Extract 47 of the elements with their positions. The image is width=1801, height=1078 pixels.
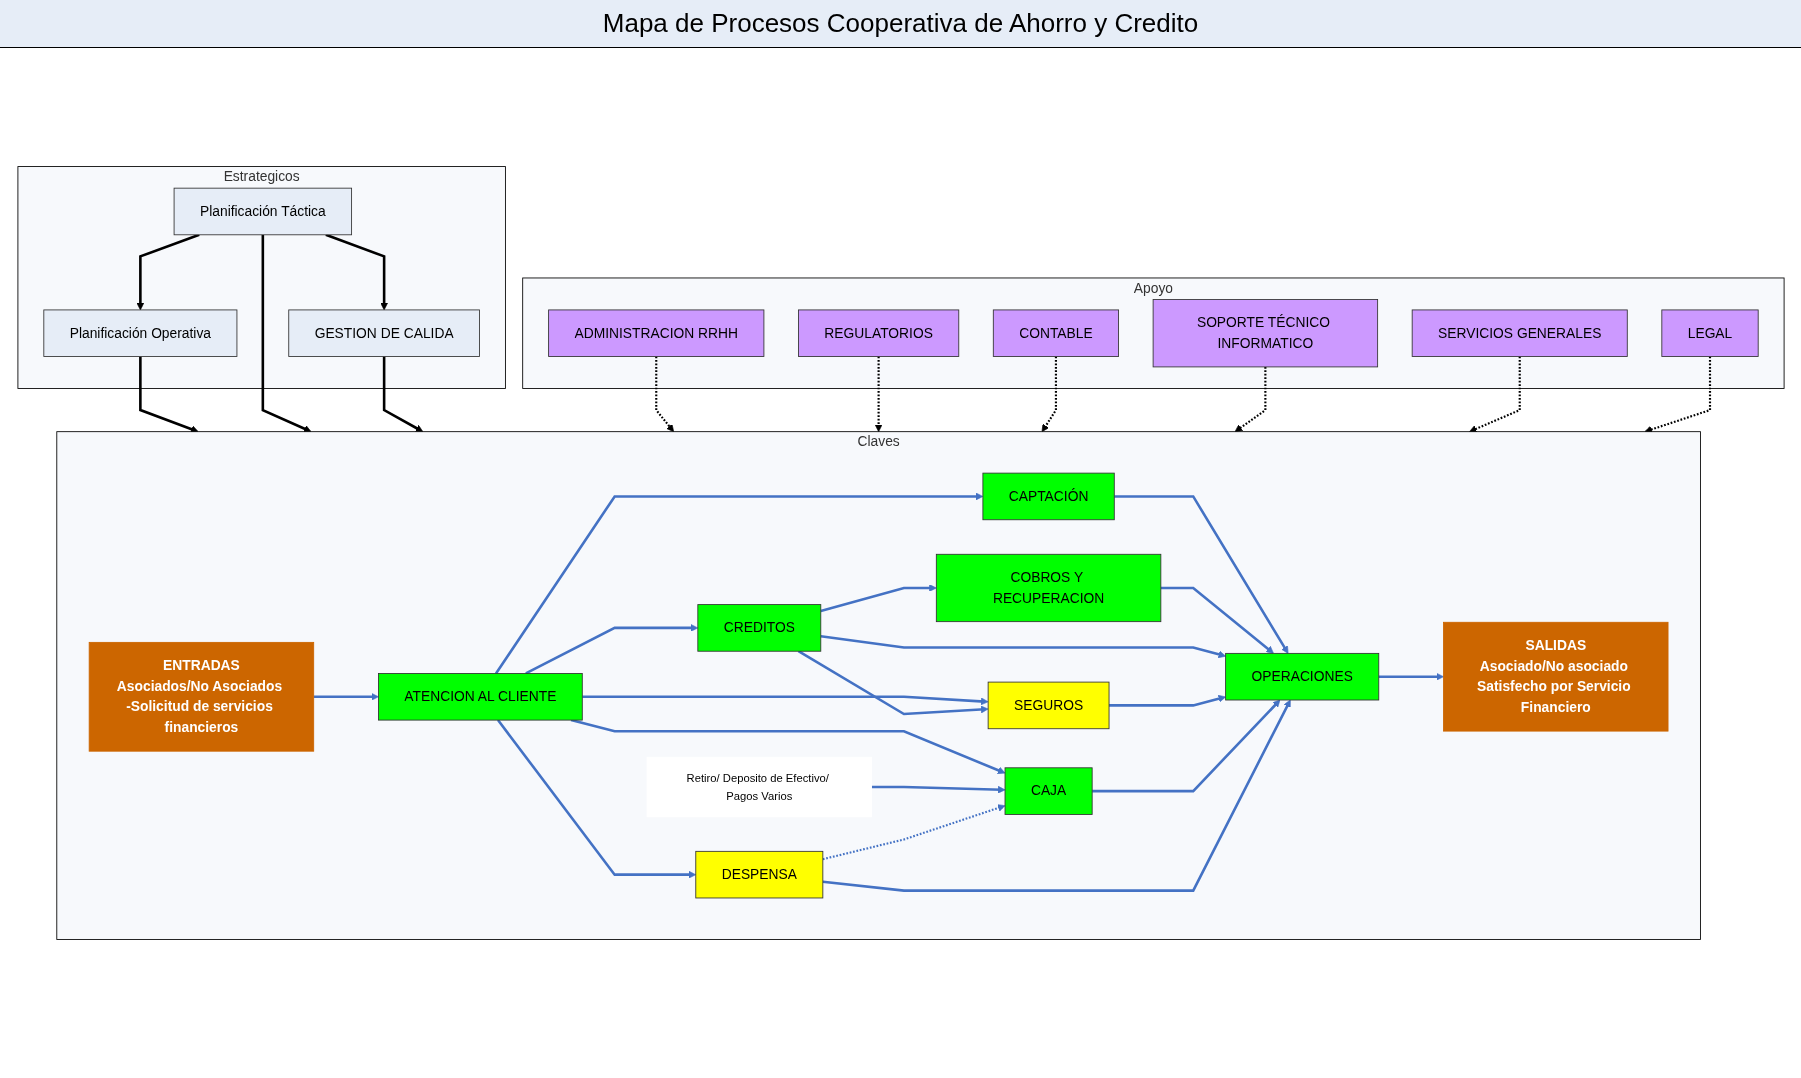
node-box: CREDITOS (696, 604, 821, 652)
arrow (524, 624, 698, 675)
node-box: REGULATORIOS (797, 309, 959, 357)
arrow (494, 492, 983, 675)
arrow (654, 356, 674, 432)
node-box: Retiro/ Deposito de Efectivo/ Pagos Varios (646, 756, 872, 818)
node-box: Planificación Táctica (173, 187, 352, 236)
arrow (313, 693, 379, 701)
arrow (581, 695, 988, 706)
node-box: CAPTACIÓN (981, 472, 1115, 521)
arrow (819, 584, 937, 613)
node-box: GESTION DE CALIDA (287, 309, 480, 357)
arrow (261, 234, 311, 433)
arrow (1041, 356, 1057, 432)
arrow (871, 785, 1005, 794)
node-box: OPERACIONES (1224, 652, 1379, 701)
node-box: SOPORTE TÉCNICO INFORMATICO (1152, 299, 1378, 368)
node-box: ATENCION AL CLIENTE (377, 673, 583, 721)
arrow (1108, 694, 1226, 707)
arrow (1378, 672, 1444, 681)
arrow (1468, 356, 1521, 433)
node-box: ENTRADAS Asociados/No Asociados -Solicitud de servicios financieros (88, 641, 314, 752)
node-box: COBROS Y RECUPERACION (935, 553, 1161, 623)
arrow (138, 356, 199, 433)
node-box: SALIDAS Asociado/No asociado Satisfecho por Servicio Financiero (1442, 621, 1668, 732)
arrow (820, 634, 1226, 659)
arrow (1234, 366, 1266, 432)
arrow (496, 719, 696, 879)
node-box: LEGAL (1660, 309, 1759, 357)
node-box: SEGUROS (987, 681, 1109, 730)
arrow (382, 356, 423, 432)
arrow (136, 233, 200, 311)
node-box: CONTABLE (992, 309, 1119, 357)
arrow (324, 233, 388, 311)
node-box: CAJA (1004, 767, 1093, 815)
arrow (1160, 586, 1274, 654)
arrow (1113, 495, 1288, 654)
node-box: Planificación Operativa (42, 309, 237, 357)
arrow (874, 356, 882, 432)
node-box: DESPENSA (694, 850, 823, 899)
arrow (1091, 699, 1280, 793)
arrow (822, 699, 1291, 892)
diagram-title: Mapa de Procesos Cooperativa de Ahorro y Credito (0, 0, 1801, 48)
arrow (822, 804, 1005, 861)
arrow (797, 650, 988, 716)
node-box: SERVICIOS GENERALES (1411, 309, 1628, 357)
node-box: ADMINISTRACION RRHH (547, 309, 764, 357)
